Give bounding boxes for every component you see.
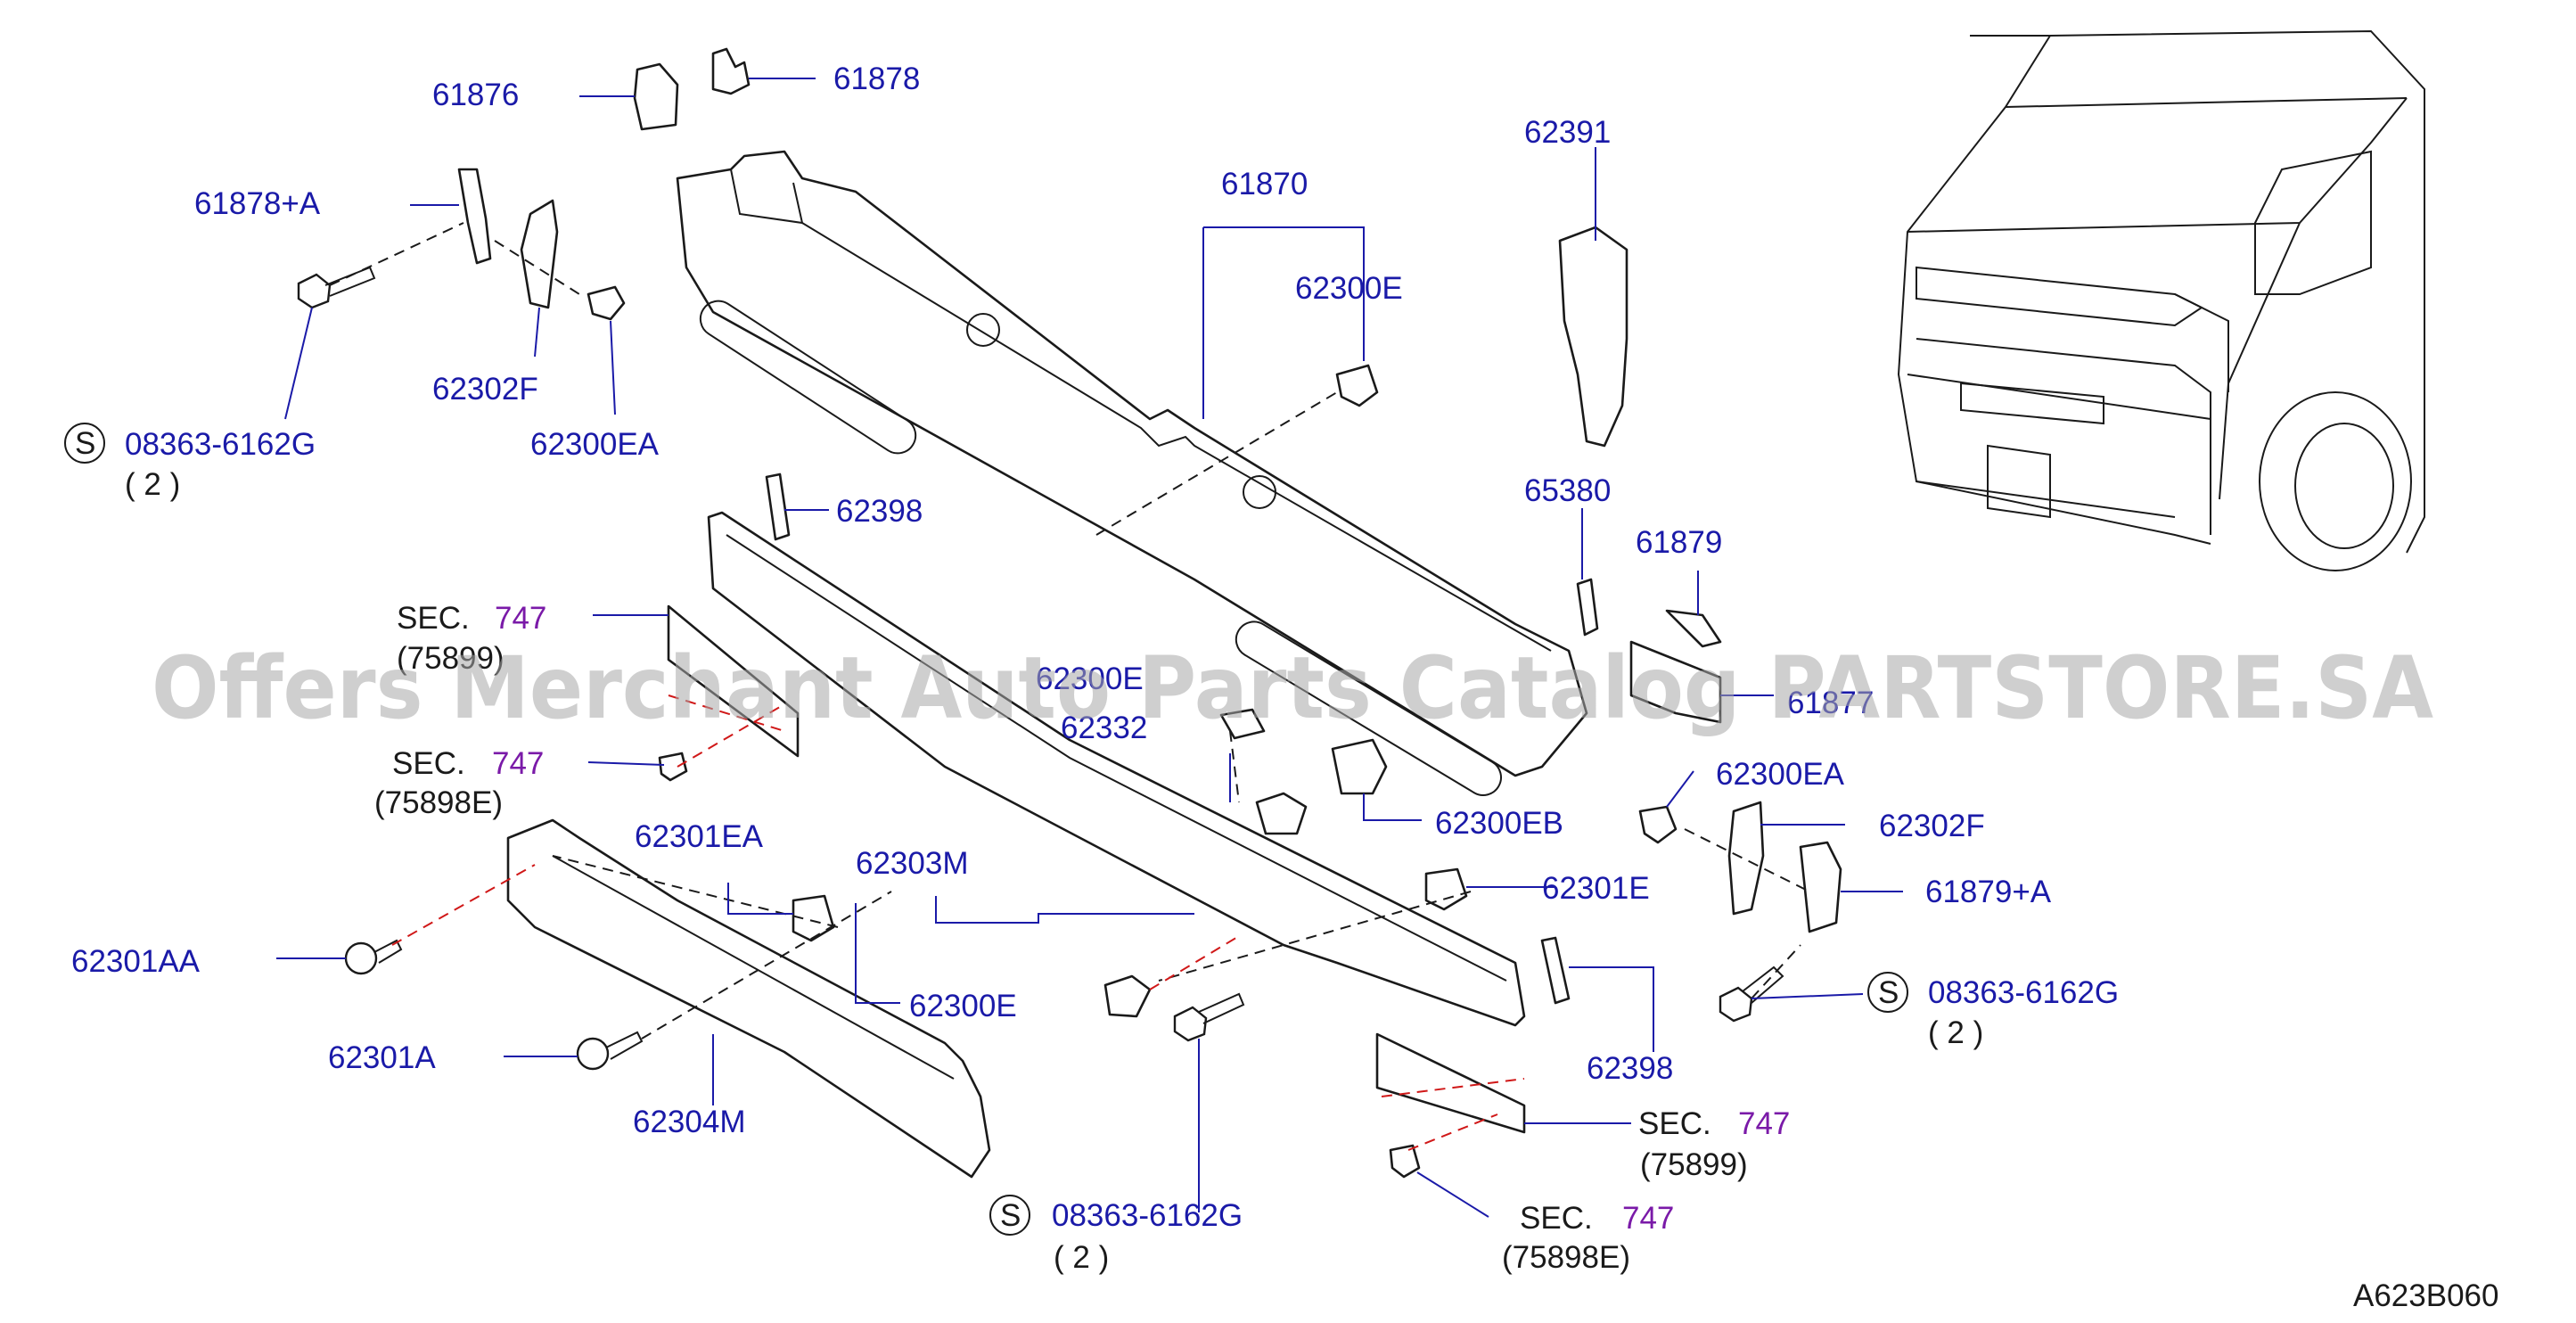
- part-labels: 61876 61878 61878+A 62302F 62300EA S 083…: [71, 62, 2498, 1313]
- part-62302f-right-shape: [1727, 801, 1765, 916]
- truck-illustration: [1897, 29, 2425, 571]
- label-62398-bot: 62398: [1587, 1051, 1673, 1086]
- figure-code: A623B060: [2353, 1278, 2498, 1313]
- label-61879a: 61879+A: [1925, 875, 2052, 909]
- label-62304m: 62304M: [633, 1105, 745, 1139]
- part-61878-shape: [711, 47, 751, 95]
- label-62300e-top: 62300E: [1295, 271, 1403, 306]
- part-61877-shape: [1629, 640, 1722, 724]
- label-61876: 61876: [432, 78, 519, 112]
- label-62332: 62332: [1061, 711, 1147, 745]
- leader-lines: [276, 78, 1903, 1218]
- label-sec2: SEC.: [392, 746, 465, 781]
- sec-plate-right: [1375, 1032, 1526, 1134]
- label-62398-top: 62398: [836, 494, 923, 529]
- label-sec1-ref: (75899): [397, 641, 505, 676]
- label-62301aa: 62301AA: [71, 944, 201, 979]
- bolt-right: [1719, 966, 1784, 1023]
- part-62300eb-shape: [1331, 738, 1388, 795]
- label-62391: 62391: [1524, 115, 1611, 150]
- bolt-left: [297, 266, 376, 309]
- sec-clip-bottom: [1389, 1144, 1421, 1179]
- label-bolt-left: 08363-6162G: [125, 427, 316, 462]
- part-62301e-shape: [1424, 867, 1468, 911]
- s-mark-right: S: [1878, 975, 1899, 1010]
- label-sec2-num: 747: [492, 746, 544, 781]
- label-62301e: 62301E: [1542, 871, 1650, 906]
- bolt-bottom: [1173, 992, 1245, 1042]
- label-sec1-num: 747: [495, 601, 546, 636]
- label-qty-bottom: ( 2 ): [1054, 1240, 1109, 1275]
- label-sec4-ref: (75898E): [1502, 1240, 1630, 1275]
- part-62398-top-shape: [765, 472, 791, 541]
- s-mark-left: S: [75, 426, 95, 461]
- label-sec3-num: 747: [1738, 1106, 1790, 1141]
- bumper-61870: [676, 150, 1588, 796]
- part-62398-bot-shape: [1540, 936, 1571, 1005]
- label-61879: 61879: [1636, 525, 1722, 560]
- screw-62301a: [576, 1031, 644, 1071]
- part-62301ea-shape: [792, 894, 835, 942]
- part-62302f-left-shape: [520, 199, 559, 309]
- assembly-lines: [329, 222, 1810, 1151]
- sec-clip-left: [658, 752, 688, 782]
- part-61878a-shape: [457, 168, 492, 265]
- part-62300ea-right-shape: [1638, 805, 1678, 844]
- label-65380: 65380: [1524, 473, 1611, 508]
- label-62302f-right: 62302F: [1879, 809, 1985, 843]
- label-sec2-ref: (75898E): [374, 785, 503, 820]
- label-62303m: 62303M: [856, 846, 968, 881]
- label-sec4-num: 747: [1622, 1201, 1674, 1236]
- part-65380-shape: [1576, 578, 1599, 637]
- label-61878: 61878: [833, 62, 920, 96]
- part-62300e-mid-shape: [1255, 792, 1308, 835]
- label-62302f-left: 62302F: [432, 372, 538, 407]
- part-62332-shape: [1219, 708, 1266, 740]
- label-62300e-mid: 62300E: [1036, 662, 1144, 696]
- sec-plate-left: [667, 604, 800, 758]
- lower-bar-62304m: [506, 818, 991, 1179]
- label-61878a: 61878+A: [194, 186, 321, 221]
- label-61877: 61877: [1787, 686, 1874, 720]
- part-62300e-low-shape: [1103, 974, 1152, 1018]
- label-bolt-bottom: 08363-6162G: [1052, 1198, 1243, 1233]
- label-sec3-ref: (75899): [1640, 1147, 1748, 1182]
- s-marks: [64, 423, 1908, 1236]
- label-62300e-low: 62300E: [909, 989, 1017, 1023]
- label-62301a: 62301A: [328, 1040, 436, 1075]
- part-61879-shape: [1665, 609, 1722, 648]
- label-61870: 61870: [1221, 167, 1308, 201]
- label-bolt-right: 08363-6162G: [1928, 975, 2119, 1010]
- part-62300e-top-shape: [1335, 364, 1379, 407]
- lower-panel-62303m: [707, 511, 1526, 1027]
- label-sec4: SEC.: [1520, 1201, 1593, 1236]
- s-mark-bottom: S: [1000, 1198, 1021, 1233]
- label-62300ea-left: 62300EA: [530, 427, 660, 462]
- label-62301ea: 62301EA: [635, 819, 764, 854]
- label-62300ea-right: 62300EA: [1716, 757, 1845, 792]
- label-sec3: SEC.: [1638, 1106, 1711, 1141]
- label-qty-right: ( 2 ): [1928, 1015, 1983, 1050]
- part-62300ea-left-shape: [587, 285, 626, 321]
- screw-62301aa: [344, 939, 403, 975]
- part-61876-shape: [633, 62, 679, 131]
- label-sec1: SEC.: [397, 601, 470, 636]
- label-62300eb: 62300EB: [1435, 806, 1563, 841]
- part-61879a-shape: [1799, 841, 1842, 933]
- part-62391-shape: [1558, 226, 1628, 448]
- watermark-text: Offers Merchant Auto Parts Catalog PARTS…: [152, 638, 2433, 738]
- label-qty-left: ( 2 ): [125, 467, 180, 502]
